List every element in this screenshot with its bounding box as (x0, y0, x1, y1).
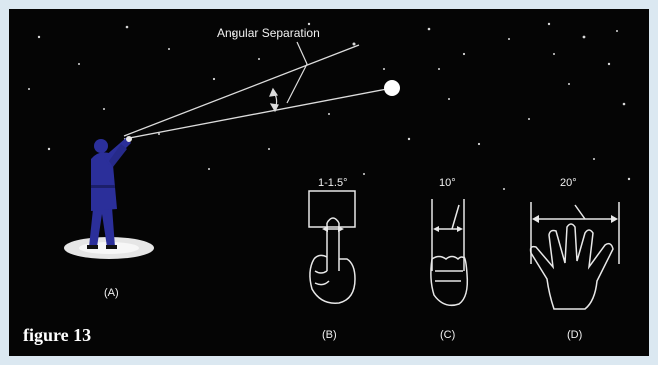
angle-marker (270, 42, 307, 111)
hand-d-diagram (531, 202, 619, 309)
sight-lines (124, 45, 387, 139)
star-field (28, 23, 630, 190)
angle-b-label: 1-1.5° (318, 177, 347, 189)
bright-object (384, 80, 400, 96)
caption-d: (D) (567, 329, 582, 341)
hand-b-diagram (309, 191, 355, 303)
figure-label: figure 13 (23, 325, 91, 346)
night-sky-panel: Angular Separation 1-1.5° 10° 20° (A) (B… (9, 9, 649, 356)
angle-d-label: 20° (560, 177, 577, 189)
observer-figure (64, 136, 154, 259)
angle-c-label: 10° (439, 177, 456, 189)
caption-a: (A) (104, 287, 119, 299)
hand-c-diagram (431, 199, 467, 305)
angular-separation-label: Angular Separation (217, 26, 320, 40)
caption-c: (C) (440, 329, 455, 341)
caption-b: (B) (322, 329, 337, 341)
